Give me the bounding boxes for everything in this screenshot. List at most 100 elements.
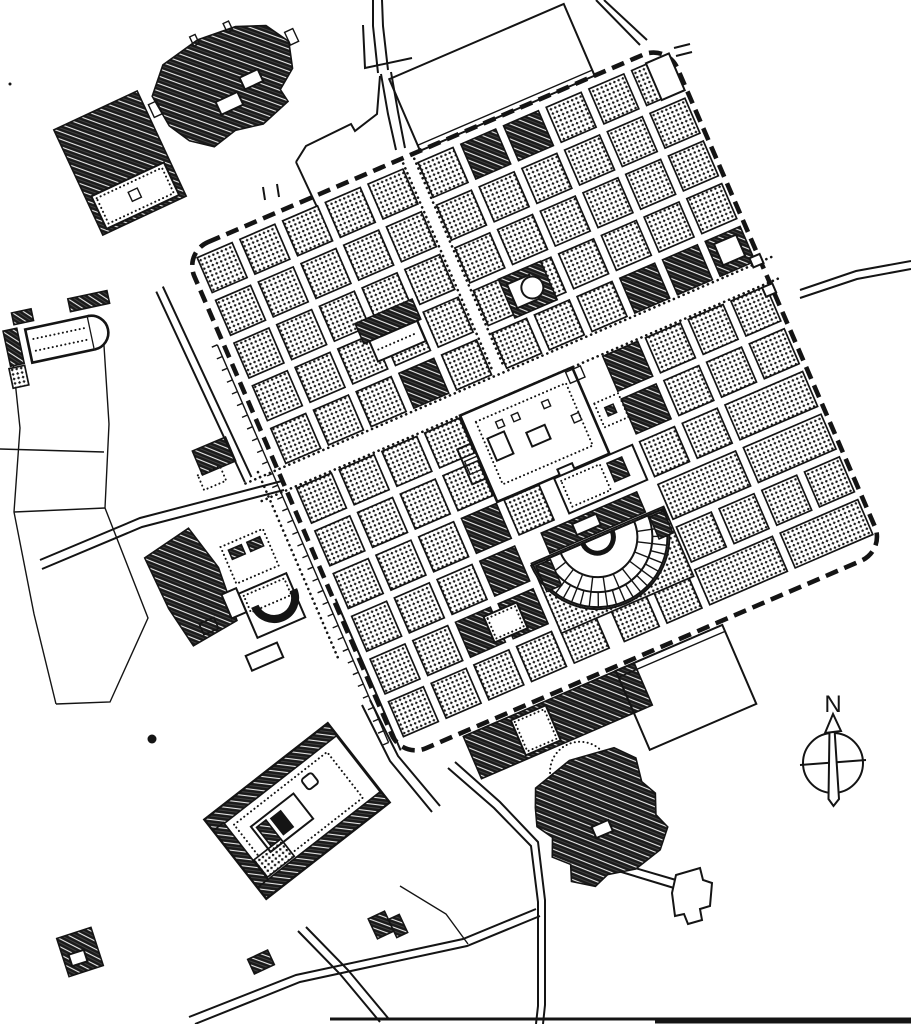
south-annex-enclosure <box>614 623 758 752</box>
aqueduct-ticks-tick <box>372 718 379 723</box>
insula <box>257 265 310 318</box>
theater-spoke <box>636 575 649 587</box>
capitolium-road <box>369 699 441 807</box>
south-baths <box>534 746 669 888</box>
insula <box>416 146 470 199</box>
insula <box>313 514 366 567</box>
north-baths <box>151 24 294 148</box>
outlying-house <box>387 913 409 939</box>
baths-hall <box>214 90 245 117</box>
south-baths-apse <box>549 740 605 779</box>
insula <box>269 412 322 465</box>
east-gate-road <box>799 268 911 299</box>
insula <box>356 496 409 549</box>
insula <box>440 338 493 391</box>
south-market-colonnade <box>513 707 559 753</box>
aqueduct-ticks-tick <box>357 683 364 688</box>
north-annex-wall <box>417 69 593 146</box>
east-gate-tower <box>760 281 778 299</box>
field-boundary <box>0 448 105 453</box>
map-speck <box>8 82 12 86</box>
south-road <box>454 761 546 1024</box>
aqueduct-ticks-tick <box>256 449 263 454</box>
east-gate-tower <box>748 252 765 269</box>
small-court <box>564 365 586 385</box>
insula-dark <box>502 109 555 162</box>
cardo-colonnade <box>412 157 506 369</box>
baths-buttress <box>283 27 300 47</box>
altar <box>301 772 319 791</box>
corner-mark <box>673 43 691 49</box>
insula <box>472 648 525 701</box>
insula <box>803 455 856 508</box>
northwest-building-group <box>52 89 188 237</box>
insula-dark <box>397 357 450 410</box>
stage-hall <box>570 512 603 537</box>
gate-building <box>220 586 248 620</box>
northeast-road <box>595 0 641 46</box>
capitolium-temple <box>249 792 315 854</box>
aqueduct-ticks-tick <box>352 671 359 676</box>
insula <box>387 685 440 738</box>
northwest-colonnade <box>95 166 176 225</box>
insula <box>760 474 813 527</box>
small-ruin <box>147 734 157 744</box>
insula <box>667 139 720 193</box>
aqueduct-ticks-tick <box>241 414 248 419</box>
ruin-mark <box>262 186 266 201</box>
outer-dotted-line <box>256 470 340 661</box>
north-plaza-edge <box>295 161 318 208</box>
temple-cella <box>255 818 282 848</box>
insula <box>520 152 573 205</box>
insula <box>723 370 819 441</box>
capitolium-wall <box>212 821 270 889</box>
south-branch-road <box>305 926 389 1019</box>
insula <box>355 375 408 428</box>
insula <box>299 247 353 300</box>
insula <box>251 369 304 422</box>
gate-building <box>244 641 285 672</box>
insula <box>693 535 789 606</box>
insula <box>312 393 365 447</box>
theater-spoke <box>612 573 626 602</box>
house-court <box>67 948 89 968</box>
theater-orchestra <box>580 529 616 556</box>
insula <box>435 563 489 616</box>
southwest-road <box>188 908 537 1018</box>
north-road-branch <box>362 24 413 70</box>
insula <box>366 167 420 221</box>
insula-dark <box>618 262 671 315</box>
theater-spoke <box>579 590 585 606</box>
aqueduct-ticks-tick <box>327 613 334 617</box>
insula <box>638 425 691 478</box>
west-court-room <box>245 535 265 553</box>
insula-dark <box>661 243 714 296</box>
forum-colonnade <box>474 381 595 486</box>
west-building-court <box>196 464 228 492</box>
insula <box>238 223 291 276</box>
insula <box>423 416 476 470</box>
aqueduct-ticks-tick <box>347 659 354 664</box>
aqueduct-ticks-tick <box>377 730 384 734</box>
city-wall <box>189 50 880 753</box>
insula <box>281 204 334 257</box>
insula <box>399 477 452 531</box>
insula <box>656 449 752 521</box>
basilica-annex <box>2 327 26 368</box>
theater-wing <box>648 509 674 540</box>
insula <box>293 351 347 404</box>
insula <box>417 520 470 573</box>
aqueduct-ticks-tick <box>251 437 258 442</box>
aqueduct-ticks-tick <box>332 624 339 629</box>
insula-dark <box>478 545 531 598</box>
aqueduct-ticks-tick <box>211 344 218 348</box>
insula <box>539 195 592 248</box>
west-baths <box>143 527 238 647</box>
north-road <box>372 0 379 74</box>
ruin-mark <box>276 183 280 198</box>
forum-monument <box>570 411 583 424</box>
annex-room <box>463 455 484 476</box>
theater-spoke <box>645 563 659 572</box>
road-spur <box>399 885 469 945</box>
insula <box>779 498 874 570</box>
